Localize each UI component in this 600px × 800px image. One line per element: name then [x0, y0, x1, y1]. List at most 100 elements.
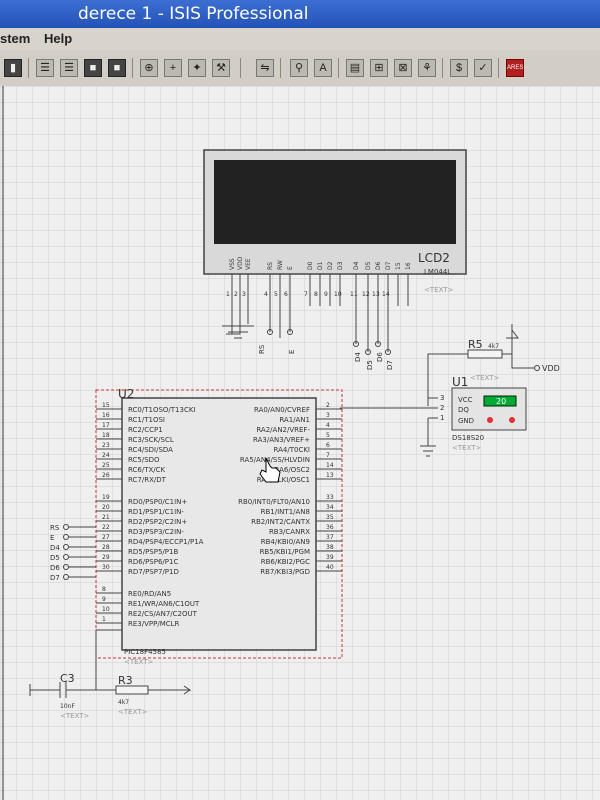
toolbar-separator: [442, 58, 443, 78]
lcd-net-d7: D7: [386, 360, 394, 370]
mcu-pin-name: RC0/T1OSO/T13CKI: [128, 406, 196, 414]
lcd-pin-number: 12: [362, 291, 370, 298]
add-sheet-icon[interactable]: ⊞: [370, 59, 388, 77]
lcd-pin-number: 2: [234, 291, 238, 298]
sensor-decrement-button[interactable]: [487, 417, 493, 423]
mcu-pin-number: 21: [102, 514, 110, 521]
lcd-pin-number: 5: [274, 291, 278, 298]
mcu-pin-number: 7: [326, 452, 330, 459]
mcu-pin-number: 4: [326, 422, 330, 429]
mclr-wires: [29, 629, 192, 698]
align-center-icon[interactable]: ☰: [60, 59, 78, 77]
mcu-pin-number: 28: [102, 544, 110, 551]
wire-autoroute-icon[interactable]: ⇋: [256, 59, 274, 77]
pic-mcu-component[interactable]: U2 PIC18F4585 <TEXT> 15RC0/T1OSO/T13CKI1…: [95, 387, 343, 666]
ds18s20-component[interactable]: U1 VCC DQ GND 20 3 2 1 DS18S20 <TEXT>: [440, 375, 527, 452]
lcd-net-d6: D6: [376, 352, 384, 362]
mcu-pin-name: RA2/AN2/VREF-: [256, 426, 310, 434]
netlist-icon[interactable]: ▤: [346, 59, 364, 77]
zoom-icon[interactable]: ⊕: [140, 59, 158, 77]
mcu-pin-number: 35: [326, 514, 334, 521]
schematic-svg: LCD2 LM044L <TEXT> VSS1VDD2VEE3RS4RW5E6D…: [0, 86, 600, 800]
toolbar-separator: [338, 58, 339, 78]
sensor-wires: [340, 324, 540, 457]
block-icon[interactable]: ■: [84, 59, 102, 77]
toolbar: ▮ ☰ ☰ ■ ■ ⊕ + ✦ ⚒ ⇋ ⚲ A ▤ ⊞ ⊠ ⚘ $ ✓ ARES: [0, 50, 600, 87]
lcd-pin-name: D6: [375, 261, 382, 270]
mcu-pin-number: 18: [102, 432, 110, 439]
delete-sheet-icon[interactable]: ⊠: [394, 59, 412, 77]
r5-text-tag: <TEXT>: [470, 374, 500, 382]
mcu-pin-name: RB3/CANRX: [269, 528, 310, 536]
mcu-net-label: D4: [50, 544, 60, 552]
lcd-wires: [222, 306, 391, 355]
sensor-pin-dq: DQ: [458, 406, 469, 414]
lcd-pin-number: 13: [372, 291, 380, 298]
align-left-icon[interactable]: ☰: [36, 59, 54, 77]
property-icon[interactable]: A: [314, 59, 332, 77]
block-dark-icon[interactable]: ■: [108, 59, 126, 77]
mcu-pin-name: RB7/KBI3/PGD: [260, 568, 310, 576]
lcd-component[interactable]: LCD2 LM044L <TEXT> VSS1VDD2VEE3RS4RW5E6D…: [203, 149, 467, 306]
mcu-pin-number: 16: [102, 412, 110, 419]
mcu-pin-name: RE2/CS/AN7/C2OUT: [128, 610, 198, 618]
sensor-pin-gnd: GND: [458, 417, 474, 425]
lcd-pin-name: D4: [353, 261, 360, 270]
mcu-net-label: RS: [50, 524, 60, 532]
mcu-ref: U2: [118, 387, 134, 401]
lcd-pin-number: 7: [304, 291, 308, 298]
lcd-pin-number: 9: [324, 291, 328, 298]
tape-icon[interactable]: ▮: [4, 59, 22, 77]
sensor-increment-button[interactable]: [509, 417, 515, 423]
mcu-pin-number: 27: [102, 534, 110, 541]
mcu-pin-name: RE0/RD/AN5: [128, 590, 171, 598]
mcu-pin-name: RD7/PSP7/P1D: [128, 568, 179, 576]
mcu-pin-number: 15: [102, 402, 110, 409]
report-icon[interactable]: ✓: [474, 59, 492, 77]
lcd-pin-number: 1: [226, 291, 230, 298]
c3-ref: C3: [60, 672, 75, 685]
lcd-pin-name: D2: [327, 261, 334, 270]
menu-bar: stem Help: [0, 28, 600, 51]
menu-item-help[interactable]: Help: [44, 31, 73, 46]
mcu-pin-number: 1: [102, 616, 106, 623]
mcu-net-label: D7: [50, 574, 60, 582]
bom-icon[interactable]: $: [450, 59, 468, 77]
hammer-icon[interactable]: ⚒: [212, 59, 230, 77]
mcu-pin-number: 2: [326, 402, 330, 409]
mcu-net-terminal: [63, 534, 69, 540]
mcu-pin-name: RC3/SCK/SCL: [128, 436, 174, 444]
mcu-pin-number: 24: [102, 452, 110, 459]
mcu-pin-name: RC1/T1OSI: [128, 416, 165, 424]
sensor-pin-vcc: VCC: [458, 396, 473, 404]
mcu-pin-name: RA7/CLKI/OSC1: [257, 476, 310, 484]
lcd-pin-name: D3: [337, 261, 344, 270]
mcu-pin-number: 17: [102, 422, 110, 429]
sensor-model: DS18S20: [452, 434, 484, 442]
r5-value: 4k7: [488, 343, 499, 350]
mcu-pin-number: 19: [102, 494, 110, 501]
r3-text-tag: <TEXT>: [118, 708, 148, 716]
mcu-pin-name: RE1/WR/AN6/C1OUT: [128, 600, 200, 608]
hand-cursor-icon: [259, 457, 281, 483]
component-icon[interactable]: ✦: [188, 59, 206, 77]
lcd-screen: [214, 160, 456, 244]
mcu-pin-number: 38: [326, 544, 334, 551]
add-icon[interactable]: +: [164, 59, 182, 77]
mcu-pin-number: 25: [102, 462, 110, 469]
lcd-pin-name: D5: [365, 261, 372, 270]
mcu-pin-name: RD5/PSP5/P1B: [128, 548, 178, 556]
lcd-pin-name: 16: [405, 262, 412, 270]
mcu-net-label: D5: [50, 554, 60, 562]
search-icon[interactable]: ⚲: [290, 59, 308, 77]
lcd-pin-number: 8: [314, 291, 318, 298]
lcd-net-e: E: [288, 350, 296, 354]
menu-item-system[interactable]: stem: [0, 31, 31, 46]
ares-icon[interactable]: ARES: [506, 59, 524, 77]
sensor-pin-num-3: 3: [440, 394, 444, 402]
mcu-pin-name: RD3/PSP3/C2IN-: [128, 528, 184, 536]
mcu-pin-number: 26: [102, 472, 110, 479]
toolbar-separator: [132, 58, 133, 78]
tree-icon[interactable]: ⚘: [418, 59, 436, 77]
